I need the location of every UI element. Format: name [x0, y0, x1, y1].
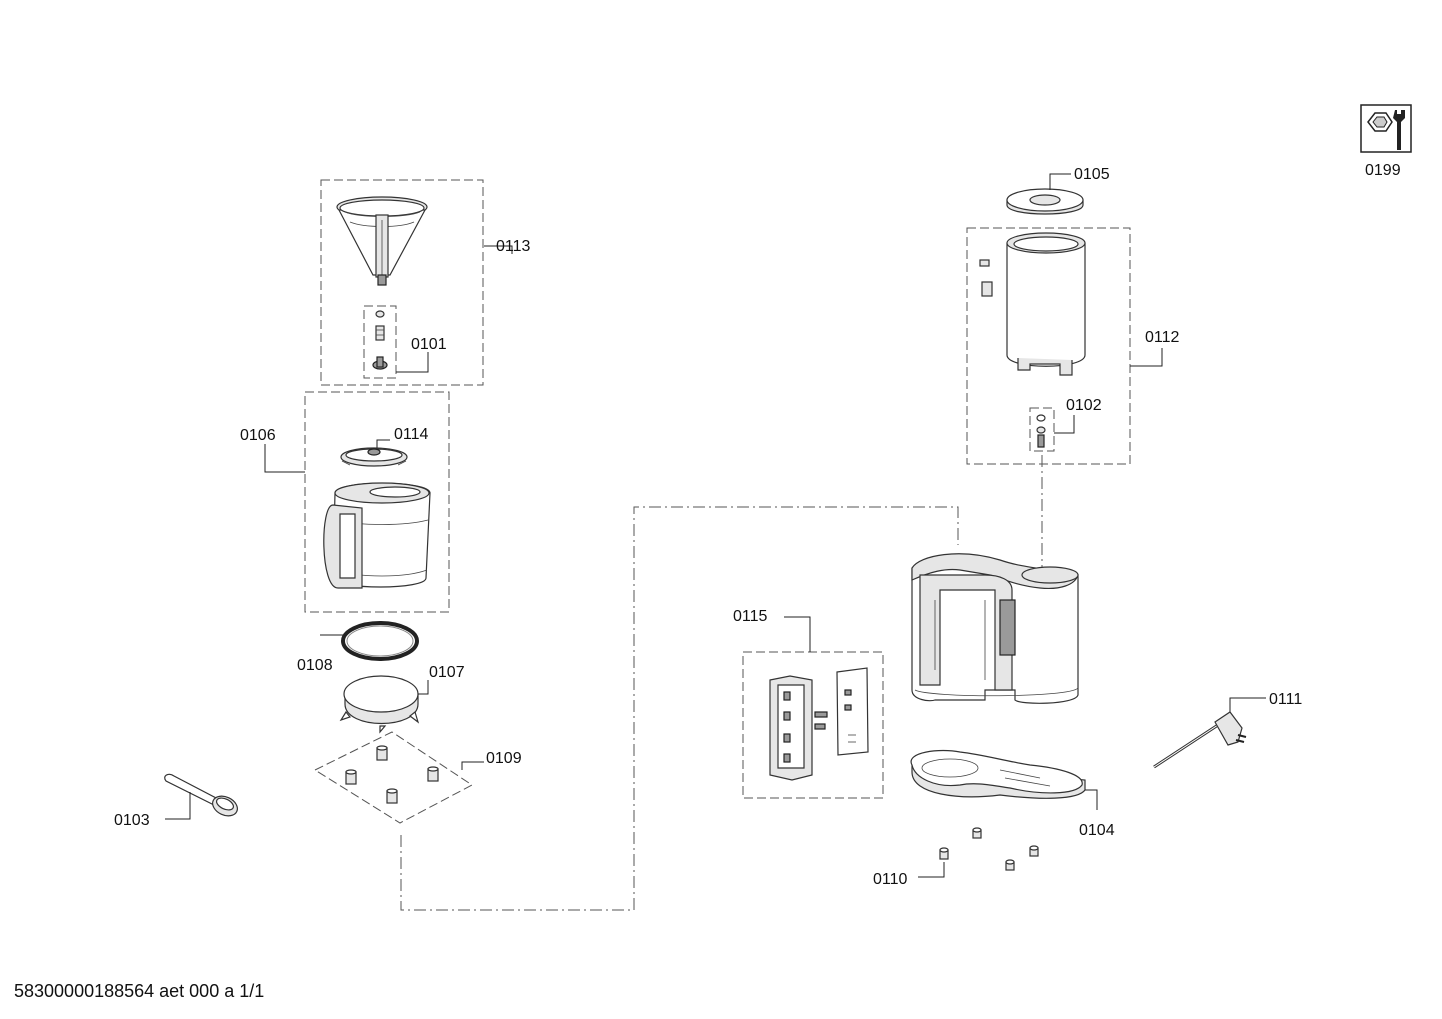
water-tank-lid: [1006, 188, 1084, 215]
assembly-connector-base: [400, 506, 959, 911]
label-0114: 0114: [394, 426, 429, 443]
tools-icon: [1360, 104, 1412, 153]
label-0112: 0112: [1145, 329, 1180, 346]
document-reference: 58300000188564 aet 000 a 1/1: [14, 981, 265, 1001]
tank-valve: [1036, 414, 1046, 448]
group-frame-0112: [966, 227, 1131, 465]
label-0101: 0101: [411, 336, 447, 353]
label-0111: 0111: [1269, 691, 1302, 708]
seal-ring: [341, 621, 419, 661]
group-frame-0102: [1029, 407, 1055, 452]
label-0104: 0104: [1079, 822, 1115, 839]
main-housing: [911, 553, 1079, 704]
control-electronics: [769, 667, 869, 781]
group-frame-0115: [742, 651, 884, 799]
carafe: [323, 482, 431, 589]
label-0105: 0105: [1074, 166, 1110, 183]
base-feet: [939, 827, 1039, 871]
carafe-bottom-plate: [339, 675, 420, 734]
group-frame-0109: [313, 731, 473, 824]
label-0102: 0102: [1066, 397, 1102, 414]
measuring-spoon: [164, 773, 238, 817]
filter-basket: [336, 196, 428, 286]
label-0110: 0110: [873, 871, 908, 888]
label-0109: 0109: [486, 750, 522, 767]
water-tank: [979, 232, 1086, 376]
label-0106: 0106: [240, 427, 276, 444]
label-0115: 0115: [733, 608, 768, 625]
group-frame-0113: [320, 179, 484, 386]
label-0107: 0107: [429, 664, 465, 681]
label-0113: 0113: [496, 238, 531, 255]
drip-stop-valve: [372, 310, 388, 370]
power-cord: [1153, 711, 1247, 769]
carafe-lid: [340, 447, 408, 467]
rubber-feet: [345, 745, 439, 804]
label-0108: 0108: [297, 657, 333, 674]
label-0199: 0199: [1365, 162, 1401, 179]
label-0103: 0103: [114, 812, 150, 829]
group-frame-0106: [304, 391, 450, 613]
leader-lines: [165, 173, 1266, 878]
group-frame-0101: [363, 305, 397, 379]
base-plate: [910, 749, 1086, 799]
